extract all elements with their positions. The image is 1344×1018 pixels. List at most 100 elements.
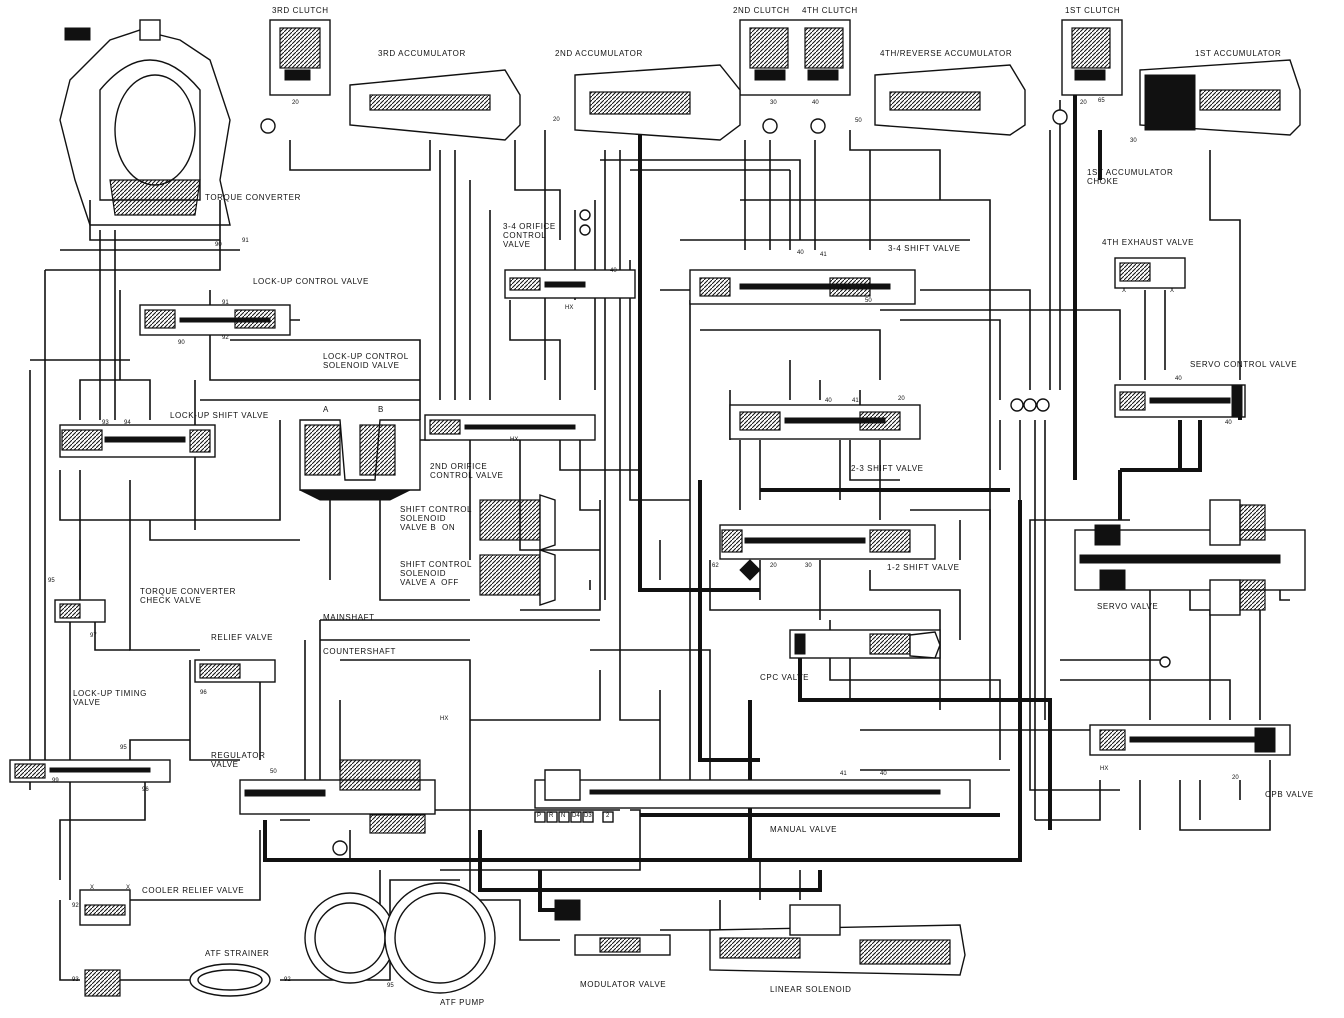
- atf-pump-label: ATF PUMP: [440, 998, 485, 1007]
- port-tag: 99: [52, 778, 59, 784]
- port-tag: 30: [1130, 138, 1137, 144]
- port-tag: 40: [812, 100, 819, 106]
- two-three-shift-valve-label: 2-3 SHIFT VALVE: [851, 464, 924, 473]
- manual-position-n: N: [561, 813, 566, 819]
- third-clutch: [260, 19, 331, 134]
- port-tag: 95: [48, 578, 55, 584]
- port-tag: HX: [440, 716, 449, 722]
- second-clutch-label: 2ND CLUTCH: [733, 6, 790, 15]
- port-tag: 96: [142, 787, 149, 793]
- manual-position-p: P: [537, 813, 542, 819]
- port-tag: 20: [898, 396, 905, 402]
- servo-control-valve-label: SERVO CONTROL VALVE: [1190, 360, 1298, 369]
- manual-position-d4: D4: [572, 813, 580, 819]
- servo-valve-body: [1074, 499, 1306, 616]
- port-tag: 92: [222, 335, 229, 341]
- three-four-shift-valve-label: 3-4 SHIFT VALVE: [888, 244, 961, 253]
- relief-valve-body: [194, 659, 276, 683]
- port-tag: X: [126, 885, 131, 891]
- port-tag: 94: [124, 420, 131, 426]
- fourth-clutch-label: 4TH CLUTCH: [802, 6, 858, 15]
- first-clutch-label: 1ST CLUTCH: [1065, 6, 1121, 15]
- port-tag: 65: [1098, 98, 1105, 104]
- lock-up-shift-valve-body: [59, 424, 216, 458]
- two-three-shift-valve-body: [729, 404, 921, 440]
- shift-control-solenoid-b-label: SHIFT CONTROL SOLENOID VALVE B ON: [400, 505, 473, 532]
- three-way-ball-valves: [1010, 398, 1171, 668]
- port-tag: 90: [215, 242, 222, 248]
- port-tag: 50: [270, 769, 277, 775]
- port-tag: HX: [1100, 766, 1109, 772]
- cpc-valve-label: CPC VALVE: [760, 673, 810, 682]
- solenoid-b-label: B: [378, 405, 384, 414]
- port-tag: 30: [770, 100, 777, 106]
- heavy-pipes: [263, 95, 1242, 912]
- port-tag: X: [90, 885, 95, 891]
- port-tag: X: [1170, 288, 1175, 294]
- first-accumulator-label: 1ST ACCUMULATOR: [1195, 49, 1282, 58]
- port-tag: 40: [610, 268, 617, 274]
- manual-position-d3: D3: [584, 813, 592, 819]
- one-two-shift-valve-label: 1-2 SHIFT VALVE: [887, 563, 960, 572]
- cooler-relief-valve-label: COOLER RELIEF VALVE: [142, 886, 245, 895]
- manual-position-2: 2: [606, 813, 610, 819]
- port-tag: 30: [805, 563, 812, 569]
- fourth-exhaust-valve-label: 4TH EXHAUST VALVE: [1102, 238, 1195, 247]
- torque-converter-check-valve-body: [54, 599, 106, 623]
- torque-converter-check-valve-label: TORQUE CONVERTER CHECK VALVE: [140, 587, 236, 605]
- port-tag: 50: [865, 298, 872, 304]
- lock-up-control-solenoid-valve-label: LOCK-UP CONTROL SOLENOID VALVE: [323, 352, 409, 370]
- fourth-reverse-accumulator-label: 4TH/REVERSE ACCUMULATOR: [880, 49, 1013, 58]
- port-tag: 40: [880, 771, 887, 777]
- port-tag: 40: [1225, 420, 1232, 426]
- modulator-valve-label: MODULATOR VALVE: [580, 980, 667, 989]
- port-tag: 40: [825, 398, 832, 404]
- atf-strainer-body: [84, 963, 271, 997]
- lock-up-shift-valve-label: LOCK-UP SHIFT VALVE: [170, 411, 269, 420]
- second-accumulator-label: 2ND ACCUMULATOR: [555, 49, 643, 58]
- cpb-valve-body: [1089, 724, 1291, 756]
- manual-valve-label: MANUAL VALVE: [770, 825, 838, 834]
- port-tag: 95: [387, 983, 394, 989]
- cpb-valve-label: CPB VALVE: [1265, 790, 1314, 799]
- port-tag: 20: [1232, 775, 1239, 781]
- regulator-valve-label: REGULATOR VALVE: [211, 751, 266, 769]
- port-tag: 20: [553, 117, 560, 123]
- shift-control-solenoid-b-body: [479, 494, 556, 551]
- third-accumulator: [349, 69, 521, 141]
- torque-converter: [59, 19, 231, 241]
- port-tag: 96: [200, 690, 207, 696]
- modulator-valve-body: [554, 899, 671, 956]
- manual-valve-position-boxes: [534, 811, 614, 823]
- port-tag: 92: [284, 977, 291, 983]
- linear-solenoid-body: [709, 904, 966, 976]
- port-tag: 93: [102, 420, 109, 426]
- port-tag: X: [1122, 288, 1127, 294]
- port-tag: 20: [1080, 100, 1087, 106]
- lock-up-timing-valve-body: [9, 759, 171, 783]
- three-four-shift-valve-body: [689, 269, 916, 305]
- fourth-reverse-accumulator: [874, 64, 1026, 136]
- first-accumulator: [1139, 59, 1301, 136]
- first-clutch: [1052, 19, 1123, 125]
- port-tag: 41: [852, 398, 859, 404]
- port-tag: 40: [1175, 376, 1182, 382]
- port-tag: 41: [840, 771, 847, 777]
- second-orifice-control-valve-body: [424, 414, 596, 441]
- mainshaft-label: MAINSHAFT: [323, 613, 375, 622]
- lock-up-control-valve-label: LOCK-UP CONTROL VALVE: [253, 277, 369, 286]
- linear-solenoid-label: LINEAR SOLENOID: [770, 985, 852, 994]
- port-tag: 90: [178, 340, 185, 346]
- port-tag: 41: [820, 252, 827, 258]
- atf-strainer-label: ATF STRAINER: [205, 949, 270, 958]
- port-tag: HX: [565, 305, 574, 311]
- three-four-orifice-control-valve-label: 3-4 ORIFICE CONTROL VALVE: [503, 222, 556, 249]
- countershaft-label: COUNTERSHAFT: [323, 647, 396, 656]
- solenoid-a-label: A: [323, 405, 329, 414]
- shift-control-solenoid-a-label: SHIFT CONTROL SOLENOID VALVE A OFF: [400, 560, 473, 587]
- port-tag: 20: [770, 563, 777, 569]
- servo-control-valve-body: [1114, 384, 1246, 418]
- port-tag: 91: [222, 300, 229, 306]
- port-tag: 40: [797, 250, 804, 256]
